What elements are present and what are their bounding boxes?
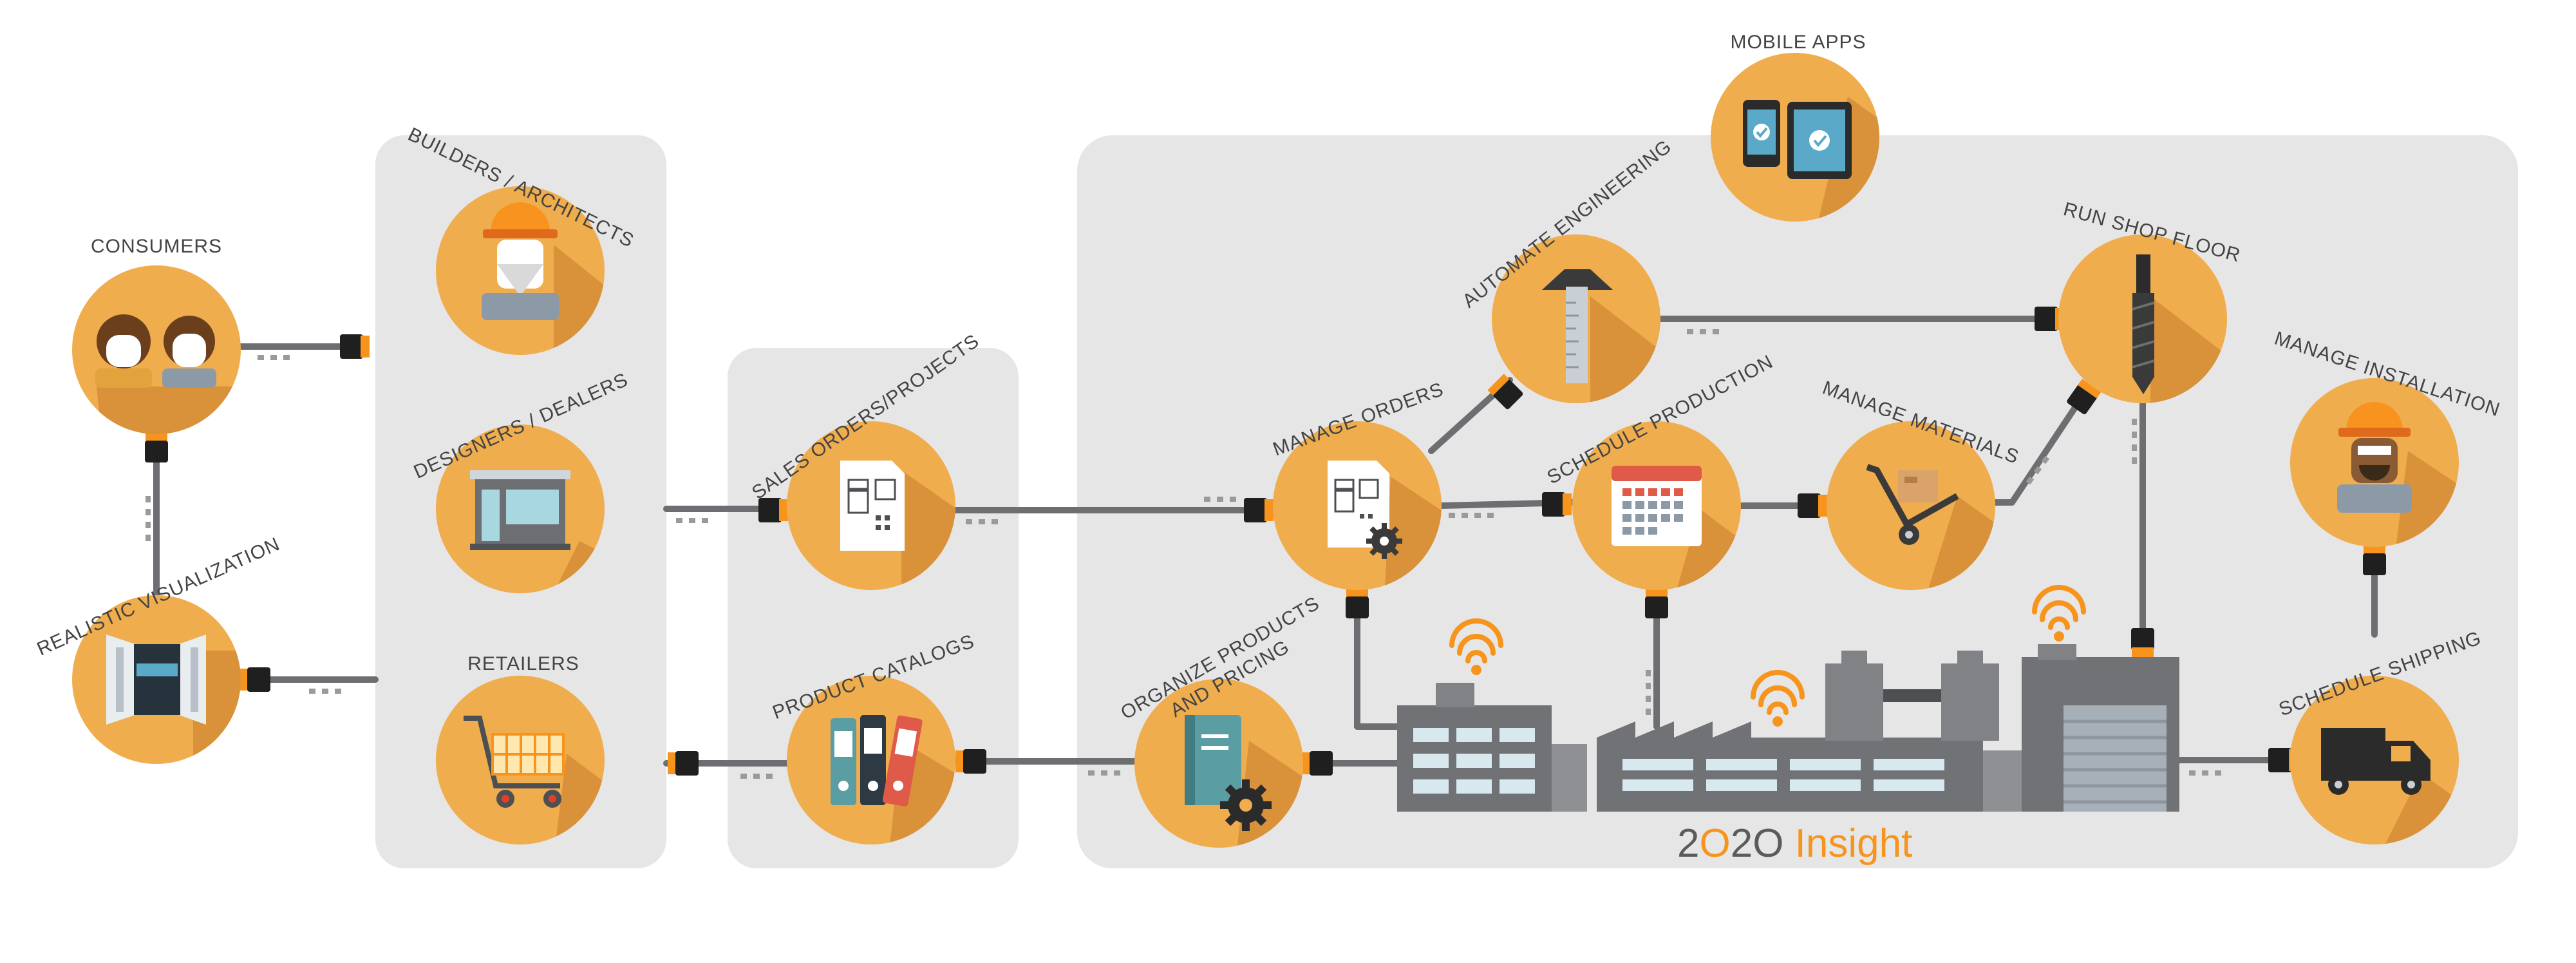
binders-icon — [831, 715, 923, 806]
vr-headset-icon — [106, 634, 206, 725]
brand-part-1: 2 — [1677, 821, 1699, 866]
label-mobile-apps: MOBILE APPS — [1730, 32, 1866, 53]
wifi-icons — [1449, 585, 2086, 727]
plug-retail-right — [668, 751, 699, 776]
plug-orders-bottom — [1346, 589, 1369, 618]
plug-vis-right — [240, 667, 270, 692]
truck-icon — [2321, 728, 2430, 795]
connector-plugs — [145, 307, 2386, 776]
brand-part-4: Insight — [1783, 821, 1912, 866]
book-gear-icon — [1185, 715, 1272, 831]
plug-sales-left — [758, 498, 788, 522]
plug-materials-left — [1798, 493, 1827, 518]
hard-hat-worker-icon — [482, 202, 559, 320]
plug-schedule-bottom — [1645, 589, 1668, 618]
label-retailers: RETAILERS — [467, 653, 579, 674]
storefront-icon — [470, 470, 570, 550]
calendar-icon — [1612, 466, 1702, 546]
plug-consumers-bottom — [145, 433, 168, 462]
node-consumers: CONSUMERS — [72, 236, 241, 434]
plug-install-bottom — [2363, 546, 2386, 575]
node-mobile-apps: MOBILE APPS — [1711, 32, 1879, 222]
plug-consumers-right — [340, 334, 370, 359]
factory-icon — [1397, 644, 2179, 812]
plug-orders-left — [1244, 498, 1274, 522]
node-retailers: RETAILERS — [436, 653, 605, 844]
mobile-devices-icon — [1743, 100, 1852, 179]
node-sales-orders: SALES ORDERS/PROJECTS — [748, 330, 983, 590]
dash-marks — [146, 329, 2228, 779]
plug-shop-bottom-left — [2067, 379, 2101, 415]
people-icon — [95, 314, 216, 388]
wifi-icon — [2032, 585, 2086, 642]
drill-bit-icon — [2132, 254, 2155, 394]
plug-schedule-left — [1542, 492, 1572, 517]
wifi-icon — [1751, 670, 1805, 727]
plug-catalog-right — [955, 749, 986, 774]
installer-icon — [2337, 402, 2412, 513]
brand-logo: 2O2O Insight — [1677, 821, 1912, 866]
hand-truck-icon — [1866, 464, 1959, 545]
plug-organize-right — [1302, 751, 1333, 776]
brand-part-3: 2O — [1731, 821, 1784, 866]
shopping-cart-icon — [464, 716, 565, 808]
plug-shop-bottom — [2131, 628, 2154, 658]
plug-engineering-bottom — [1487, 374, 1523, 410]
t-square-ruler-icon — [1542, 269, 1613, 383]
wifi-icon — [1449, 618, 1503, 675]
label-consumers: CONSUMERS — [91, 236, 222, 257]
document-icon — [840, 461, 905, 551]
brand-part-2: O — [1699, 821, 1730, 866]
document-gear-icon — [1328, 461, 1402, 559]
